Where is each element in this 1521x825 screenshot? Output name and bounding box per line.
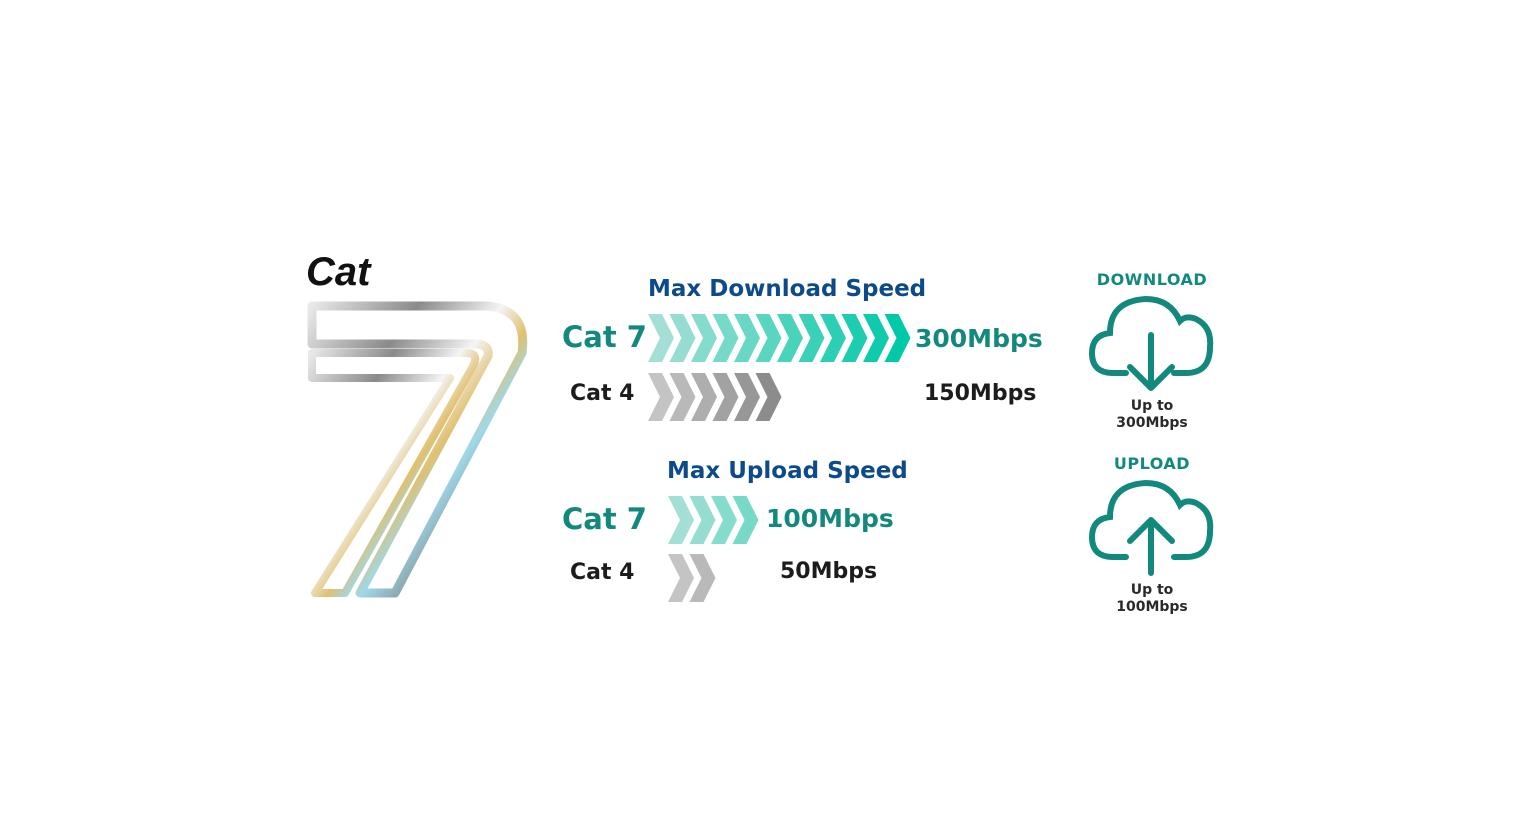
download-cat7-label: Cat 7 [562,320,647,354]
upload-icon-heading: UPLOAD [1113,454,1191,473]
upload-cat7-label: Cat 7 [562,502,647,536]
logo-seven-graphic: 7 [300,298,528,598]
chevron-mark [691,314,717,362]
chevron-mark [648,314,674,362]
chevron-mark [669,314,696,362]
chevron-mark [732,496,759,544]
upload-cat4-speed: 50Mbps [780,559,878,584]
chevron-mark [689,554,716,602]
upload-caption-line1: Up to [1130,582,1174,598]
upload-caption-line2: 100Mbps [1116,599,1188,615]
chevron-mark [755,314,782,362]
chevron-mark [712,373,739,421]
chevron-mark [734,373,760,421]
logo-cat-word: Cat [306,250,371,294]
chevron-mark [734,314,760,362]
upload-cat7-bar [668,496,759,544]
chevron-mark [777,314,803,362]
chevron-mark [668,554,694,602]
upload-title: Max Upload Speed [667,458,908,484]
chevron-mark [689,496,716,544]
download-icon-caption: Up to 300Mbps [1072,398,1232,432]
chevron-mark [668,496,694,544]
chevron-mark [712,314,739,362]
chevron-mark [841,314,868,362]
download-cat4-speed: 150Mbps [924,381,1037,406]
chevron-mark [691,373,717,421]
download-cat4-bar [648,373,782,421]
cloud-download-icon [1088,295,1214,391]
logo-number: 7 [300,298,301,299]
chevron-mark [755,373,782,421]
chevron-mark [884,314,911,362]
chevron-mark [863,314,889,362]
chevron-mark [798,314,825,362]
download-cat4-label: Cat 4 [570,381,635,406]
download-caption-line1: Up to [1130,398,1174,414]
upload-cat4-label: Cat 4 [570,560,635,585]
chevron-mark [648,373,674,421]
upload-cat4-bar [668,554,716,602]
chevron-mark [820,314,846,362]
cloud-upload-icon [1088,479,1214,576]
download-cat7-speed: 300Mbps [915,324,1043,353]
upload-icon-caption: Up to 100Mbps [1072,582,1232,616]
download-caption-line2: 300Mbps [1116,415,1188,431]
chevron-mark [711,496,737,544]
chevron-mark [669,373,696,421]
download-cat7-bar [648,314,911,362]
download-icon-heading: DOWNLOAD [1096,270,1208,289]
download-title: Max Download Speed [648,276,927,302]
upload-cat7-speed: 100Mbps [766,504,894,533]
